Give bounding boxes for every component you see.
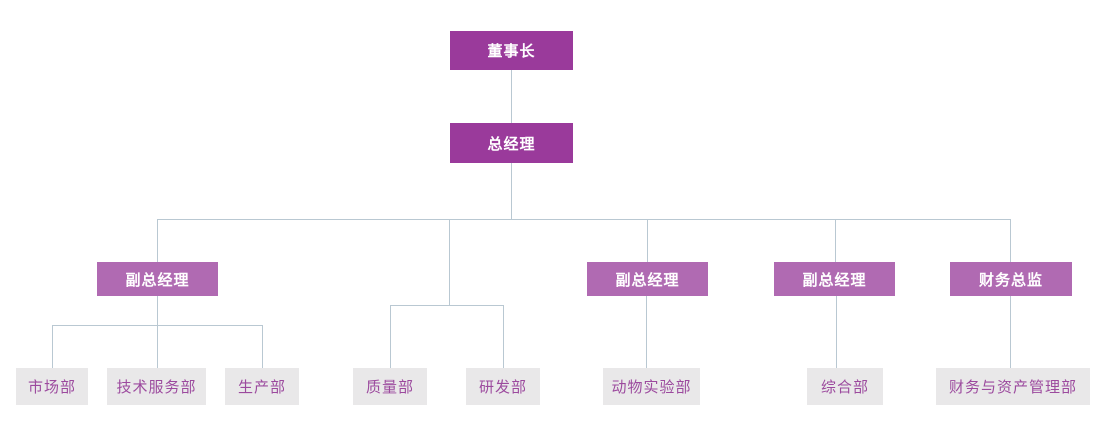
node-vp-mid: 副总经理 <box>587 262 708 296</box>
connector-to-production <box>262 325 263 368</box>
connector-bus-quality-branch <box>449 219 450 305</box>
connector-vp-left-bus <box>52 325 262 326</box>
connector-to-rnd <box>503 305 504 368</box>
node-dept-finance-asset: 财务与资产管理部 <box>936 368 1090 405</box>
connector-main-bus <box>157 219 1010 220</box>
connector-to-quality <box>390 305 391 368</box>
node-chairman: 董事长 <box>450 31 573 70</box>
connector-to-animal-lab <box>646 296 647 368</box>
connector-bus-vp-mid <box>647 219 648 262</box>
node-dept-rnd: 研发部 <box>466 368 540 405</box>
node-vp-left: 副总经理 <box>97 262 218 296</box>
connector-chairman-gm <box>511 70 512 123</box>
node-finance-director: 财务总监 <box>950 262 1072 296</box>
node-dept-quality: 质量部 <box>353 368 427 405</box>
node-vp-right: 副总经理 <box>774 262 895 296</box>
connector-bus-vp-right <box>835 219 836 262</box>
node-dept-marketing: 市场部 <box>16 368 88 405</box>
node-dept-production: 生产部 <box>225 368 299 405</box>
connector-vp-left-stem <box>157 296 158 368</box>
connector-to-marketing <box>52 325 53 368</box>
connector-bus-finance-dir <box>1010 219 1011 262</box>
node-dept-general-affairs: 综合部 <box>807 368 883 405</box>
node-dept-animal-lab: 动物实验部 <box>603 368 700 405</box>
node-dept-tech-service: 技术服务部 <box>107 368 206 405</box>
node-general-manager: 总经理 <box>450 123 573 163</box>
connector-bus-vp-left <box>157 219 158 262</box>
connector-gm-bus <box>511 163 512 219</box>
connector-quality-bus <box>390 305 503 306</box>
connector-to-general-affairs <box>836 296 837 368</box>
connector-to-finance-asset <box>1010 296 1011 368</box>
